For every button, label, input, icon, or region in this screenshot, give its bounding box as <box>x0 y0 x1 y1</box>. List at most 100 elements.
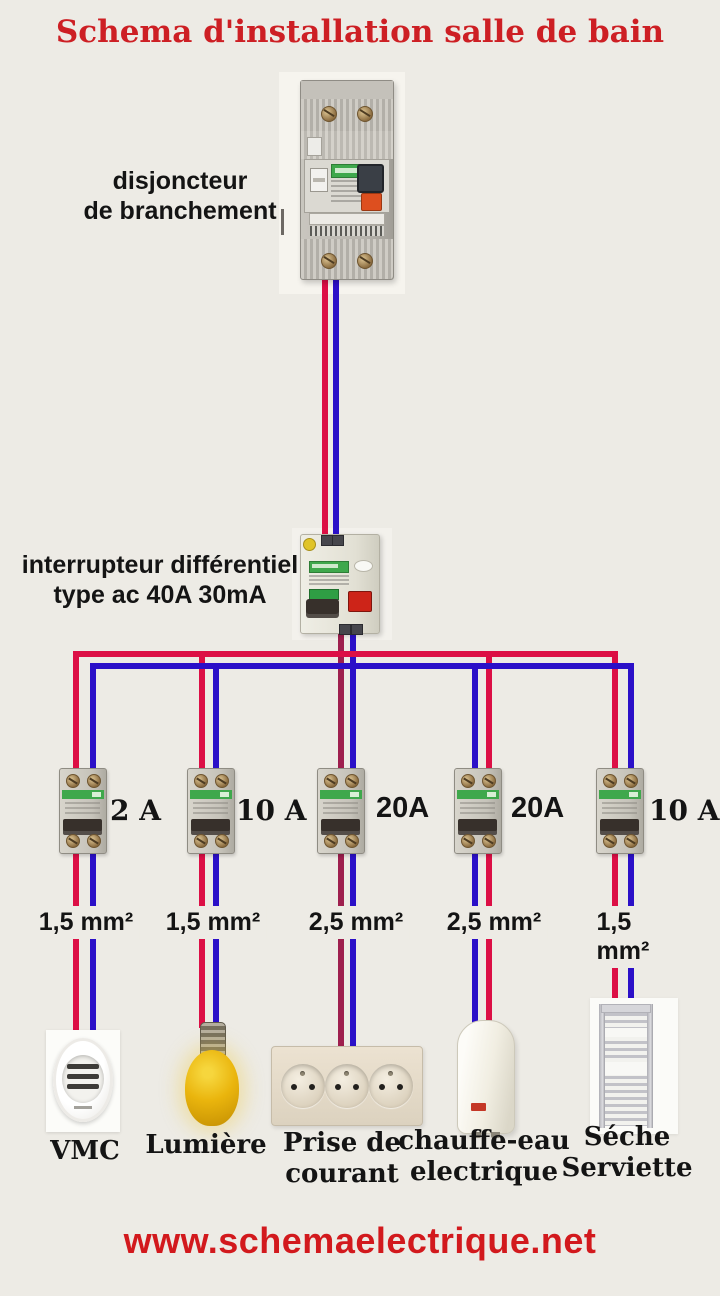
state-indicator-window <box>310 168 328 192</box>
socket-hole <box>309 1084 315 1090</box>
circuit-breaker-light <box>187 768 235 854</box>
screw-terminal <box>321 106 337 122</box>
screw-terminal <box>460 834 475 848</box>
load-label: Lumière <box>145 1130 266 1161</box>
screw-terminal <box>214 834 229 848</box>
radiator-header <box>601 1004 651 1013</box>
screw-terminal <box>481 774 496 788</box>
brand-strip-green <box>62 790 104 799</box>
screw-terminal <box>344 834 359 848</box>
main-breaker-label-line1: disjoncteur <box>112 167 248 195</box>
bottom-screw-terminals <box>311 253 383 269</box>
radiator-rail <box>647 1004 653 1128</box>
neutral-wire-blue-segment <box>628 663 634 770</box>
radiator-gap <box>603 1062 649 1075</box>
live-wire-red-segment <box>338 850 344 1050</box>
grille-slat <box>67 1084 99 1089</box>
load-label-line1: Lumière <box>145 1130 267 1160</box>
test-button-red <box>348 591 372 612</box>
live-bus-red <box>73 651 618 657</box>
breaker-ridged-cover <box>301 239 393 279</box>
screw-terminal <box>357 106 373 122</box>
rating-text-lines <box>323 802 358 816</box>
rating-text-lines <box>193 802 228 816</box>
screw-terminal <box>332 535 344 546</box>
socket <box>325 1064 369 1108</box>
heater-fitting <box>472 1132 481 1138</box>
load-label: VMC <box>50 1136 120 1167</box>
live-wire-red-segment <box>338 626 344 770</box>
main-breaker-label-line2: de branchement <box>83 197 277 225</box>
wire-size-label: 1,5 mm² <box>158 906 268 939</box>
load-label: chauffe-eau electrique <box>398 1126 569 1188</box>
socket-hole <box>291 1084 297 1090</box>
breaker-toggle <box>321 819 360 835</box>
wire-size-label: 2,5 mm² <box>439 906 549 939</box>
photo-backing <box>590 998 678 1134</box>
vmc-extractor-fan <box>46 1030 120 1132</box>
circuit-breaker-water-heater <box>454 768 502 854</box>
breaker-ridged-cover <box>301 99 393 131</box>
live-wire-red-segment <box>73 651 79 770</box>
screw-terminal <box>323 774 338 788</box>
screw-terminal <box>357 253 373 269</box>
wire-size-label: 1,5 mm² <box>31 906 141 939</box>
scan-artifact-mark <box>281 209 284 235</box>
main-breaker-label: disjoncteur de branchement <box>70 166 290 226</box>
neutral-wire-blue-segment <box>350 850 356 1050</box>
screw-terminal <box>86 834 101 848</box>
socket <box>281 1064 325 1108</box>
rating-text-lines <box>331 180 364 202</box>
rating-text-lines <box>309 575 349 586</box>
earth-pin <box>344 1071 349 1076</box>
load-label-line1: Séche <box>583 1122 671 1152</box>
radiator-rail <box>599 1004 605 1128</box>
socket-hole <box>335 1084 341 1090</box>
breaker-rating-label: 2 A <box>110 794 161 827</box>
screw-terminal <box>460 774 475 788</box>
load-label-line1: chauffe-eau <box>398 1126 570 1156</box>
product-label <box>309 213 385 225</box>
screw-terminal <box>65 774 80 788</box>
circuit-breaker-outlets <box>317 768 365 854</box>
main-service-breaker-device <box>300 80 394 280</box>
fan-grille <box>62 1055 104 1103</box>
load-label-line2: courant <box>285 1159 399 1189</box>
breaker-rating-label: 20A <box>376 792 430 824</box>
live-wire-red-segment <box>199 651 205 770</box>
neutral-wire-blue-segment <box>90 850 96 1034</box>
screw-terminal <box>321 253 337 269</box>
screw-terminal <box>65 834 80 848</box>
rating-text-lines <box>602 802 637 816</box>
main-breaker-trip-button <box>361 193 382 211</box>
socket-hole <box>353 1084 359 1090</box>
brand-mark <box>74 1106 92 1109</box>
earth-pin <box>388 1071 393 1076</box>
differential-switch-label: interrupteur différentiel type ac 40A 30… <box>8 550 312 610</box>
screw-terminal <box>193 774 208 788</box>
screw-terminal <box>323 834 338 848</box>
wire-size-label: 1,5 mm² <box>589 906 677 968</box>
breaker-toggle <box>600 819 639 835</box>
load-label-line1: VMC <box>50 1136 120 1166</box>
socket <box>369 1064 413 1108</box>
live-wire-red-segment <box>612 651 618 770</box>
neutral-wire-blue-segment <box>350 626 356 770</box>
live-wire-red-segment <box>322 276 328 536</box>
grille-slat <box>67 1074 99 1079</box>
heater-fitting <box>491 1132 500 1138</box>
load-label-line2: electrique <box>409 1157 559 1187</box>
main-breaker-button <box>357 164 384 193</box>
yellow-dot-marker <box>303 538 316 551</box>
socket-hole <box>379 1084 385 1090</box>
live-wire-red-segment <box>73 850 79 1034</box>
earth-pin <box>300 1071 305 1076</box>
radiator-gap <box>603 1028 649 1037</box>
light-bulb <box>185 1050 239 1126</box>
circuit-breaker-vmc <box>59 768 107 854</box>
page-title: Schema d'installation salle de bain <box>55 14 665 50</box>
grille-slat <box>67 1064 99 1069</box>
load-label-line1: Prise de <box>282 1128 402 1158</box>
live-wire-red-segment <box>486 651 492 770</box>
